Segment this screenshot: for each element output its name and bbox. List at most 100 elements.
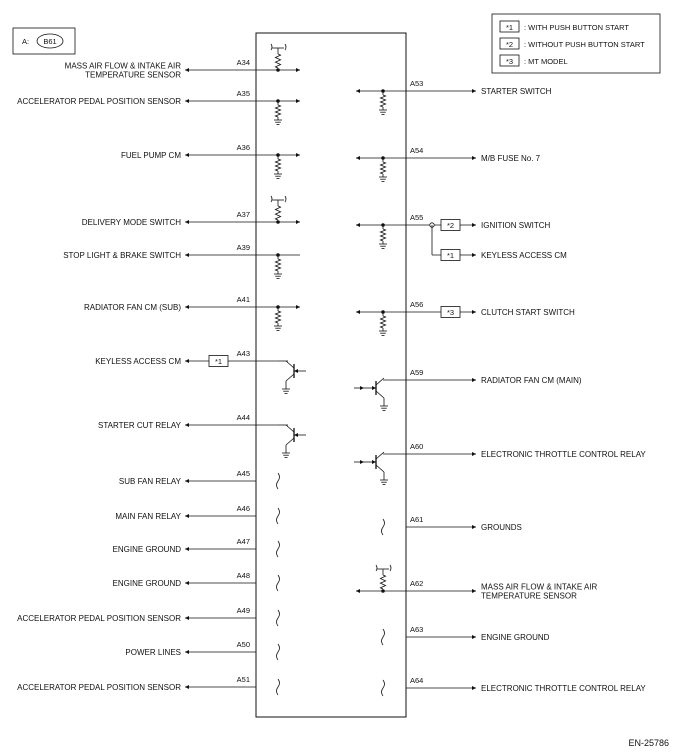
pin-number: A50 [237, 640, 250, 649]
collector-line [285, 360, 295, 369]
pin-number: A55 [410, 213, 423, 222]
resistor-icon [274, 258, 282, 272]
pin-number: A62 [410, 579, 423, 588]
wire-break-icon [276, 643, 280, 661]
resistor-icon [379, 94, 387, 108]
pin-label: M/B FUSE No. 7 [481, 154, 541, 163]
pin-label: ACCELERATOR PEDAL POSITION SENSOR [17, 97, 181, 106]
pin-number: A44 [237, 413, 250, 422]
pin-number: A41 [237, 295, 250, 304]
wire-break-icon [276, 540, 280, 558]
pin-label: DELIVERY MODE SWITCH [82, 218, 182, 227]
legend-mark-1: *1 [506, 23, 513, 32]
pin-number: A45 [237, 469, 250, 478]
pin-number: A39 [237, 243, 250, 252]
legend-mark-3: *3 [506, 57, 513, 66]
note-flag-box [208, 355, 229, 367]
pin-label: CLUTCH START SWITCH [481, 308, 575, 317]
pin-label: STOP LIGHT & BRAKE SWITCH [63, 251, 181, 260]
pin-number: A49 [237, 606, 250, 615]
pin-label: TEMPERATURE SENSOR [481, 592, 577, 601]
pin-number: A47 [237, 537, 250, 546]
resistor-icon [379, 574, 387, 590]
resistor-icon [379, 315, 387, 329]
pin-number: A35 [237, 89, 250, 98]
pin-number: A43 [237, 349, 250, 358]
note-flag-text: *1 [447, 251, 454, 260]
legend-text-2: : WITHOUT PUSH BUTTON START [524, 40, 645, 49]
pin-number: A53 [410, 79, 423, 88]
resistor-icon [379, 228, 387, 242]
note-flag-box [440, 219, 461, 231]
wire-break-icon [381, 679, 385, 697]
resistor-icon [274, 205, 282, 221]
pin-label: ENGINE GROUND [113, 545, 182, 554]
ecm-box [255, 32, 407, 718]
pin-number: A51 [237, 675, 250, 684]
pin-number: A37 [237, 210, 250, 219]
wire-break-icon [276, 609, 280, 627]
pin-label: KEYLESS ACCESS CM [481, 251, 567, 260]
wire-break-icon [276, 678, 280, 696]
pin-number: A63 [410, 625, 423, 634]
legend: *1 : WITH PUSH BUTTON START *2 : WITHOUT… [491, 13, 661, 74]
resistor-icon [274, 53, 282, 69]
pin-number: A36 [237, 143, 250, 152]
collector-line [375, 377, 385, 386]
resistor-icon [379, 161, 387, 175]
legend-mark-2: *2 [506, 40, 513, 49]
pin-label: ACCELERATOR PEDAL POSITION SENSOR [17, 683, 181, 692]
pin-label: IGNITION SWITCH [481, 221, 551, 230]
supply-break-icon [270, 43, 287, 51]
connector-prefix: A: [22, 37, 29, 46]
connector-code: B61 [43, 37, 56, 46]
pin-label: POWER LINES [125, 648, 181, 657]
collector-line [285, 424, 295, 433]
wire-break-icon [276, 507, 280, 525]
collector-line [375, 451, 385, 460]
pin-number: A34 [237, 58, 250, 67]
pin-label: STARTER SWITCH [481, 87, 552, 96]
wire-break-icon [381, 518, 385, 536]
junction-dot [276, 68, 280, 72]
pin-label: ENGINE GROUND [113, 579, 182, 588]
pin-label: KEYLESS ACCESS CM [95, 357, 181, 366]
pin-label: ELECTRONIC THROTTLE CONTROL RELAY [481, 450, 646, 459]
note-flag-text: *1 [215, 357, 222, 366]
junction-dot [381, 589, 385, 593]
note-flag-text: *2 [447, 221, 454, 230]
pin-label: MASS AIR FLOW & INTAKE AIR [65, 62, 182, 71]
pin-label: SUB FAN RELAY [119, 477, 182, 486]
pin-label: FUEL PUMP CM [121, 151, 181, 160]
pin-label: STARTER CUT RELAY [98, 421, 182, 430]
pin-label: MAIN FAN RELAY [115, 512, 181, 521]
pin-label: RADIATOR FAN CM (SUB) [84, 303, 181, 312]
emitter-line [375, 390, 385, 399]
pin-number: A48 [237, 571, 250, 580]
legend-text-1: : WITH PUSH BUTTON START [524, 23, 629, 32]
